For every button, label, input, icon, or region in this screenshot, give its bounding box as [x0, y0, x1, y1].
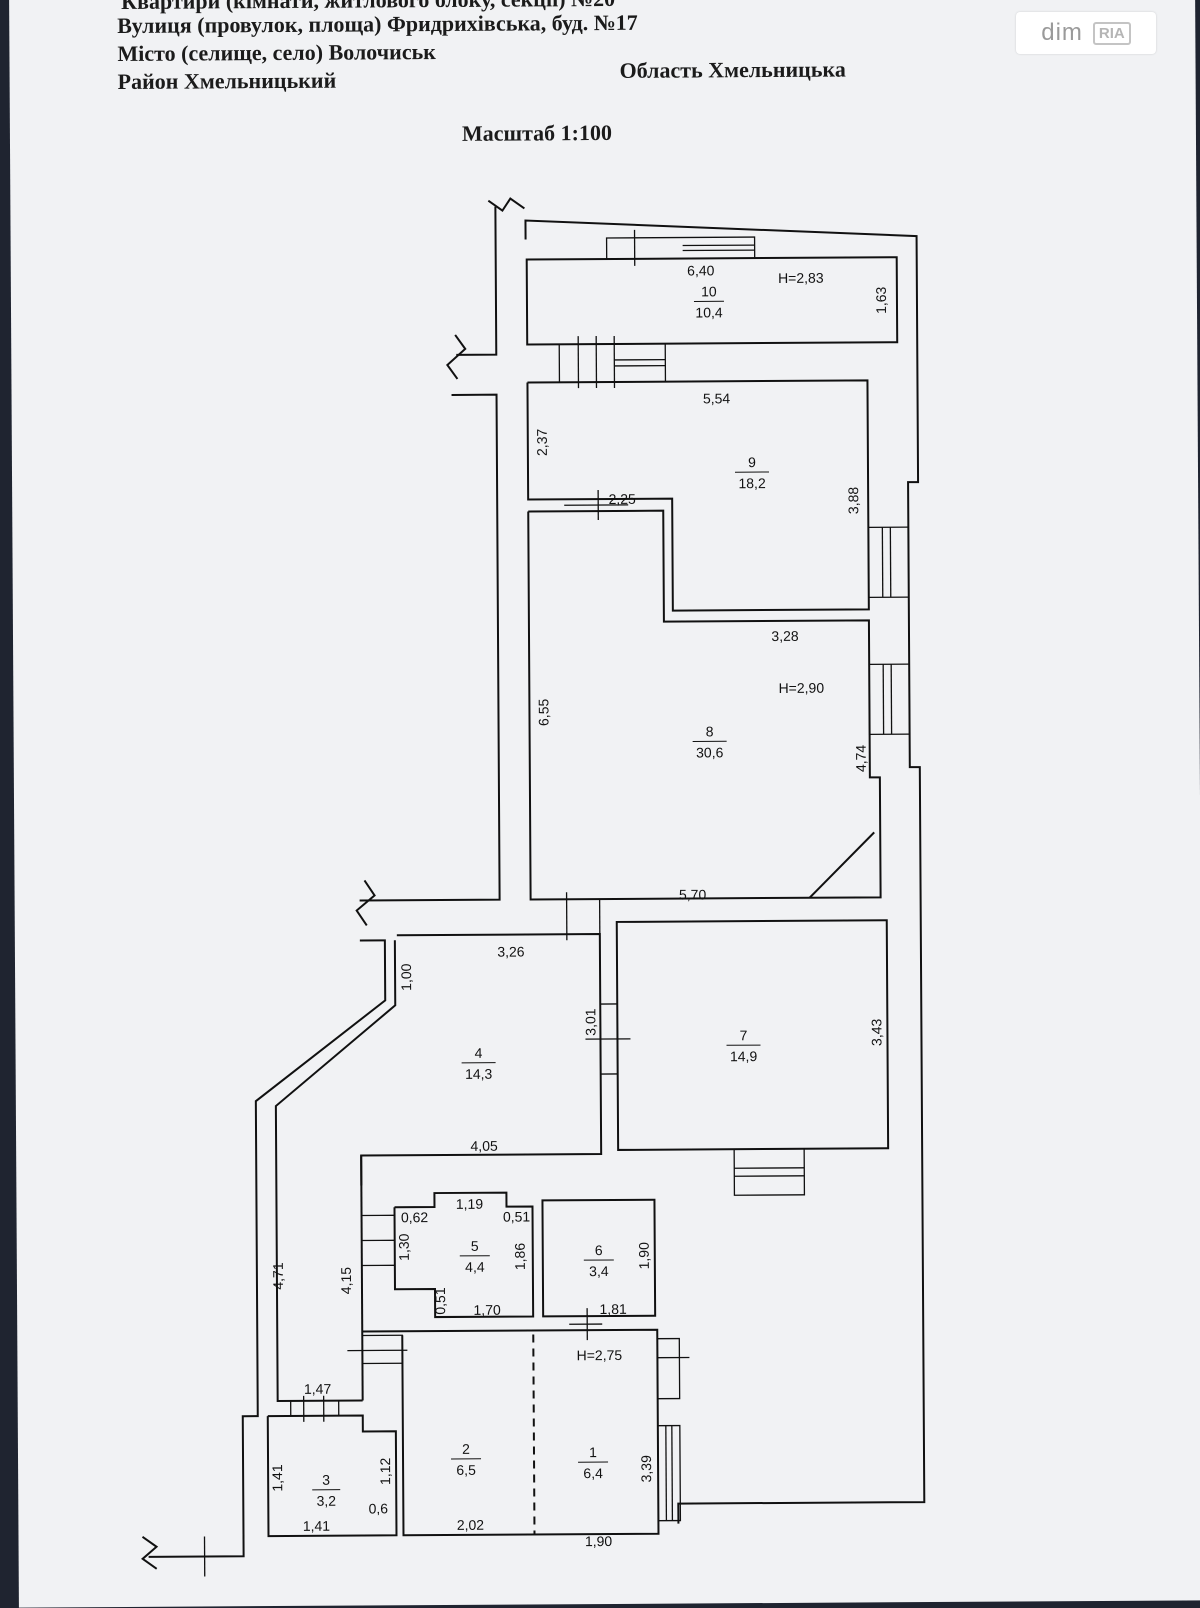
room-3-area: 3,2	[316, 1493, 336, 1509]
room-4-number: 4	[475, 1045, 483, 1061]
room-1-number: 1	[589, 1444, 597, 1460]
dim-1-90: 1,90	[636, 1242, 652, 1270]
window-room1-lower	[658, 1426, 681, 1521]
room-6-area: 3,4	[589, 1263, 609, 1279]
window-east-1	[868, 527, 908, 597]
room-1-2-divider	[533, 1334, 534, 1534]
dim-3-43: 3,43	[868, 1018, 884, 1046]
room-7-outline	[617, 920, 888, 1150]
dim-2-25: 2,25	[608, 491, 636, 507]
window-room1-lower-b	[672, 1426, 673, 1521]
room-8-outline	[528, 509, 880, 899]
room-6-number: 6	[595, 1242, 603, 1258]
dim-3-01: 3,01	[582, 1008, 598, 1036]
stair-south	[734, 1149, 804, 1195]
dim-1-81: 1,81	[599, 1301, 627, 1317]
room-2-number: 2	[462, 1441, 470, 1457]
dim-0-51-top: 0,51	[503, 1208, 531, 1224]
dim-1-00: 1,00	[398, 963, 414, 991]
stair-9-10	[559, 344, 665, 383]
dim-3-26: 3,26	[497, 944, 525, 960]
dim-4-71: 4,71	[270, 1262, 286, 1290]
dim-3-28: 3,28	[771, 628, 799, 644]
corridor-wall-left-2	[357, 395, 500, 901]
dim-1-86: 1,86	[512, 1243, 528, 1271]
dim-1-19: 1,19	[456, 1196, 484, 1212]
break-symbol-mid	[447, 335, 465, 379]
dim-4-15: 4,15	[338, 1267, 354, 1295]
floor-plan-sheet: Квартири (кімнати, житлового блоку, секц…	[9, 0, 1200, 1608]
room-3-number: 3	[322, 1472, 330, 1488]
dim-6-55: 6,55	[535, 699, 551, 727]
dim-1-63: 1,63	[873, 286, 889, 314]
height-room8: Н=2,90	[779, 680, 825, 696]
room-10-area: 10,4	[695, 304, 723, 320]
dim-1-30: 1,30	[396, 1233, 412, 1261]
room-7-area: 14,9	[730, 1048, 758, 1064]
room-7-number: 7	[739, 1027, 747, 1043]
dim-5-70: 5,70	[679, 886, 707, 902]
dim-0-62: 0,62	[401, 1209, 429, 1225]
dim-2-37: 2,37	[534, 429, 550, 457]
room-8-diagonal	[809, 832, 874, 897]
dim-4-05: 4,05	[470, 1138, 498, 1154]
dim-6-40: 6,40	[687, 262, 715, 278]
window-room1-lower-a	[666, 1426, 667, 1521]
break-symbol-top	[488, 198, 524, 210]
dim-1-12: 1,12	[377, 1457, 393, 1485]
watermark-brand: dim	[1041, 19, 1083, 47]
dim-4-74: 4,74	[853, 745, 869, 773]
outer-wall-right	[525, 218, 924, 1524]
room-5-area: 4,4	[465, 1259, 485, 1275]
dim-1-70: 1,70	[473, 1302, 501, 1318]
height-room1: Н=2,75	[577, 1347, 623, 1363]
room-9-number: 9	[748, 454, 756, 470]
dim-3-88: 3,88	[845, 487, 861, 515]
room-9-area: 18,2	[738, 475, 766, 491]
room-5-number: 5	[471, 1238, 479, 1254]
watermark-logo: dim RIA	[1016, 12, 1156, 54]
watermark-badge: RIA	[1093, 22, 1131, 45]
room-8-area: 30,6	[696, 744, 724, 760]
window-east-2	[869, 664, 909, 734]
room-4-area: 14,3	[465, 1066, 493, 1082]
height-room10: Н=2,83	[778, 270, 824, 286]
dim-5-54: 5,54	[703, 390, 731, 406]
dim-1-47: 1,47	[304, 1381, 332, 1397]
dim-1-41-bottom: 1,41	[303, 1518, 331, 1534]
door-3	[291, 1401, 339, 1416]
corridor-wall-left-3	[145, 940, 389, 1556]
dim-2-02: 2,02	[457, 1517, 485, 1533]
window-room1	[657, 1339, 679, 1399]
dim-1-90-bottom: 1,90	[585, 1533, 613, 1549]
room-9-outline	[527, 380, 868, 611]
dim-0-6: 0,6	[369, 1500, 389, 1516]
room-10-number: 10	[701, 283, 717, 299]
break-symbol-bottom	[142, 1537, 156, 1569]
door-4-2	[362, 1335, 402, 1363]
floor-plan-drawing: 10 10,4 9 18,2 8 30,6 7 14,9 4 14,3 5 4,…	[9, 0, 1200, 1608]
room-2-area: 6,5	[456, 1462, 476, 1478]
room-1-area: 6,4	[583, 1465, 603, 1481]
dim-0-51-bottom: 0,51	[432, 1287, 448, 1315]
dim-1-41-left: 1,41	[269, 1464, 285, 1492]
room-8-number: 8	[706, 723, 714, 739]
dim-3-39: 3,39	[638, 1455, 654, 1483]
window-room10-top	[607, 237, 755, 259]
corridor-wall-left	[455, 207, 496, 355]
break-symbol-lower	[356, 880, 374, 925]
